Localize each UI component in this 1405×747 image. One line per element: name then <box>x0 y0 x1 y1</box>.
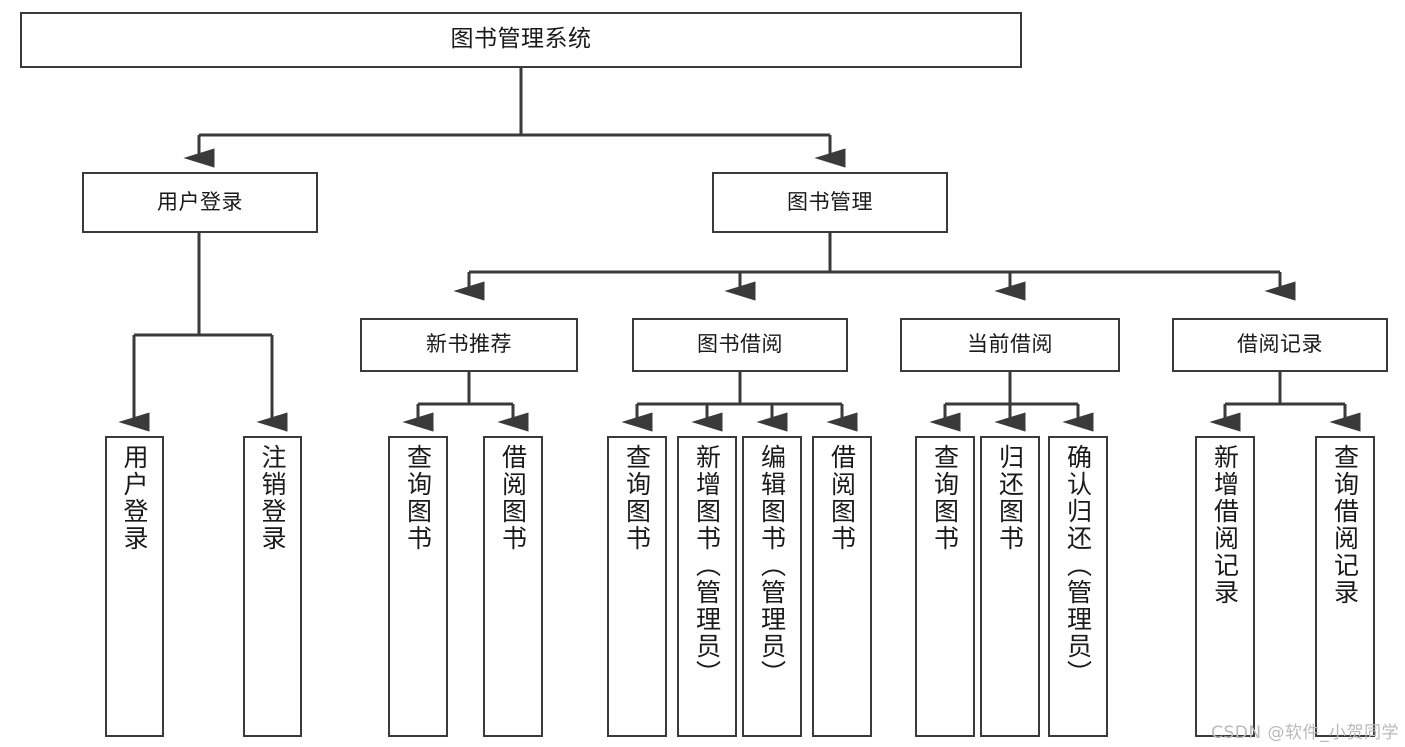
node-label: 查询借阅记录 <box>1330 444 1360 606</box>
node-user-login[interactable]: 用户登录 <box>82 172 318 233</box>
node-label: 查询图书 <box>622 444 652 552</box>
node-label: 借阅图书 <box>498 444 528 552</box>
node-label: 查询图书 <box>930 444 960 552</box>
node-borrow-record[interactable]: 借阅记录 <box>1172 318 1388 372</box>
node-label: 确认归还（管理员） <box>1063 444 1093 687</box>
leaf-borrow-book[interactable]: 借阅图书 <box>812 436 872 737</box>
node-label: 图书管理系统 <box>450 26 592 53</box>
edges-newbook-to-leaves <box>402 372 529 432</box>
leaf-current-query-book[interactable]: 查询图书 <box>915 436 975 737</box>
leaf-logout[interactable]: 注销登录 <box>243 436 302 737</box>
node-label: 归还图书 <box>995 444 1025 552</box>
csdn-watermark: CSDN @软件_小贺同学 <box>1211 723 1399 743</box>
edges-bookborrow-to-leaves <box>621 372 858 432</box>
leaf-user-login[interactable]: 用户登录 <box>105 436 164 737</box>
leaf-add-book-admin[interactable]: 新增图书（管理员） <box>677 436 737 737</box>
leaf-new-book-query[interactable]: 查询图书 <box>388 436 448 737</box>
node-label: 用户登录 <box>157 189 243 214</box>
node-current-borrow[interactable]: 当前借阅 <box>900 318 1120 372</box>
node-root-book-management-system[interactable]: 图书管理系统 <box>20 12 1022 68</box>
node-book-management[interactable]: 图书管理 <box>712 172 948 233</box>
node-label: 查询图书 <box>403 444 433 552</box>
node-label: 编辑图书（管理员） <box>757 444 787 687</box>
leaf-edit-book-admin[interactable]: 编辑图书（管理员） <box>742 436 802 737</box>
node-label: 用户登录 <box>120 444 149 552</box>
node-label: 新增图书（管理员） <box>692 444 722 687</box>
leaf-add-borrow-record[interactable]: 新增借阅记录 <box>1195 436 1255 737</box>
node-label: 借阅记录 <box>1237 332 1323 357</box>
node-label: 新书推荐 <box>426 332 512 357</box>
node-label: 图书借阅 <box>697 332 783 357</box>
node-book-borrow[interactable]: 图书借阅 <box>632 318 848 372</box>
node-label: 图书管理 <box>787 189 873 214</box>
leaf-confirm-return-admin[interactable]: 确认归还（管理员） <box>1048 436 1108 737</box>
leaf-new-book-borrow[interactable]: 借阅图书 <box>483 436 543 737</box>
edges-currentborrow-to-leaves <box>929 372 1094 432</box>
node-label: 注销登录 <box>258 444 287 552</box>
leaf-return-book[interactable]: 归还图书 <box>980 436 1040 737</box>
edges-borrowrecord-to-leaves <box>1209 372 1361 432</box>
edges-bookmgmt-to-level3 <box>453 233 1296 301</box>
node-label: 新增借阅记录 <box>1210 444 1240 606</box>
node-label: 当前借阅 <box>967 332 1053 357</box>
node-label: 借阅图书 <box>827 444 857 552</box>
leaf-query-borrow-record[interactable]: 查询借阅记录 <box>1315 436 1375 737</box>
node-new-book-recommend[interactable]: 新书推荐 <box>360 318 578 372</box>
edges-userlogin-to-leaves <box>118 233 288 432</box>
leaf-borrow-query-book[interactable]: 查询图书 <box>607 436 667 737</box>
edges-root-to-level2 <box>183 68 846 168</box>
